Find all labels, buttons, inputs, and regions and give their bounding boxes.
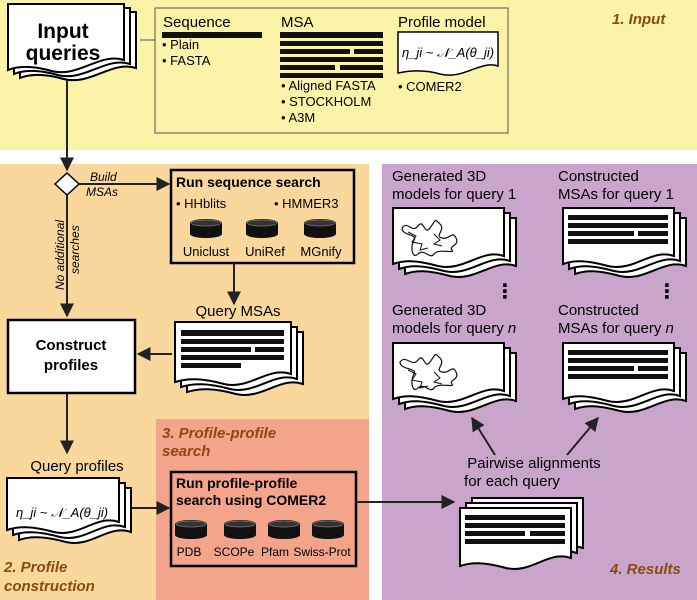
query-profiles-docs <box>6 477 132 544</box>
build-msas-label-2: MSAs <box>86 185 118 199</box>
tool-hhblits: • HHblits <box>176 196 227 211</box>
models-qn-label-1: Generated 3D <box>392 302 486 319</box>
construct-profiles-box <box>6 318 137 395</box>
sequence-bar <box>162 32 262 38</box>
no-additional-label-2: searches <box>68 225 82 274</box>
pdb-db-icon <box>174 519 208 540</box>
no-additional-label-1: No additional <box>53 220 67 290</box>
input-queries-label-1: Input <box>37 20 88 43</box>
uniref-db-icon <box>245 218 279 239</box>
sequence-header: Sequence <box>163 14 231 31</box>
pairwise-label-1: Pairwise alignments <box>467 455 600 472</box>
profile-model-doc <box>397 31 499 76</box>
pairwise-label-2: for each query <box>464 473 560 490</box>
input-panel-title: 1. Input <box>612 11 666 28</box>
scope-db-icon <box>223 519 257 540</box>
db-uniref: UniRef <box>245 244 285 259</box>
search-panel <box>156 419 369 600</box>
profile-format-1: • COMER2 <box>398 79 462 94</box>
msa-alignment-icon <box>280 32 383 78</box>
tool-hmmer3: • HMMER3 <box>274 196 339 211</box>
msas-q1-label-2: MSAs for query 1 <box>558 186 674 203</box>
db-uniclust: Uniclust <box>183 244 230 259</box>
sequence-format-1: • Plain <box>162 37 199 52</box>
db-scope: SCOPe <box>214 545 255 559</box>
models-qn-docs <box>392 342 517 413</box>
profile-formula: η_ji ~ 𝒩_A(θ_ji) <box>402 45 494 60</box>
search-panel-title-1: 3. Profile-profile <box>162 425 276 442</box>
search-panel-title-2: search <box>162 443 210 460</box>
db-pdb: PDB <box>177 545 202 559</box>
pairwise-docs <box>459 497 584 570</box>
query-profiles-label: Query profiles <box>30 458 123 475</box>
msas-q1-label-1: Constructed <box>558 168 639 185</box>
db-mgnify: MGnify <box>300 244 342 259</box>
models-q1-label-2: models for query 1 <box>392 186 516 203</box>
models-q1-docs <box>392 207 517 278</box>
construct-profiles-label-1: Construct <box>36 337 107 354</box>
build-msas-label-1: Build <box>90 170 117 184</box>
results-panel-title: 4. Results <box>609 561 681 578</box>
msas-qn-docs <box>562 342 687 413</box>
construction-panel-title-2: construction <box>4 578 95 595</box>
msas-qn-label-2: MSAs for query n <box>558 320 674 337</box>
query-profiles-formula: η_ji ~ 𝒩_A(θ_ji) <box>16 505 108 520</box>
input-queries-label-2: queries <box>26 42 101 65</box>
msa-format-1: • Aligned FASTA <box>281 78 376 93</box>
mgnify-db-icon <box>303 218 337 239</box>
construct-profiles-label-2: profiles <box>44 357 98 374</box>
profile-search-box <box>169 470 358 568</box>
sequence-search-box <box>169 168 356 265</box>
profile-search-title-2: search using COMER2 <box>176 492 326 508</box>
construction-panel-title-1: 2. Profile <box>3 559 67 576</box>
db-pfam: Pfam <box>261 545 289 559</box>
models-ellipsis: ⋮ <box>495 281 515 303</box>
profile-header: Profile model <box>398 14 486 31</box>
msa-header: MSA <box>281 14 314 31</box>
swissprot-db-icon <box>311 519 345 540</box>
sequence-format-2: • FASTA <box>162 53 211 68</box>
models-qn-label-2: models for query n <box>392 320 516 337</box>
input-queries-docs <box>7 3 137 82</box>
query-msas-label: Query MSAs <box>195 303 280 320</box>
db-swissprot: Swiss-Prot <box>293 545 351 559</box>
uniclust-db-icon <box>189 218 223 239</box>
msas-ellipsis: ⋮ <box>657 281 677 303</box>
sequence-search-title: Run sequence search <box>176 174 321 190</box>
profile-search-title-1: Run profile-profile <box>176 475 298 491</box>
msas-q1-docs <box>562 207 687 278</box>
query-msas-docs <box>174 321 304 396</box>
input-formats-box <box>154 7 509 134</box>
models-q1-label-1: Generated 3D <box>392 168 486 185</box>
msa-format-2: • STOCKHOLM <box>281 94 371 109</box>
msas-qn-label-1: Constructed <box>558 302 639 319</box>
msa-format-3: • A3M <box>281 110 315 125</box>
pfam-db-icon <box>267 519 301 540</box>
